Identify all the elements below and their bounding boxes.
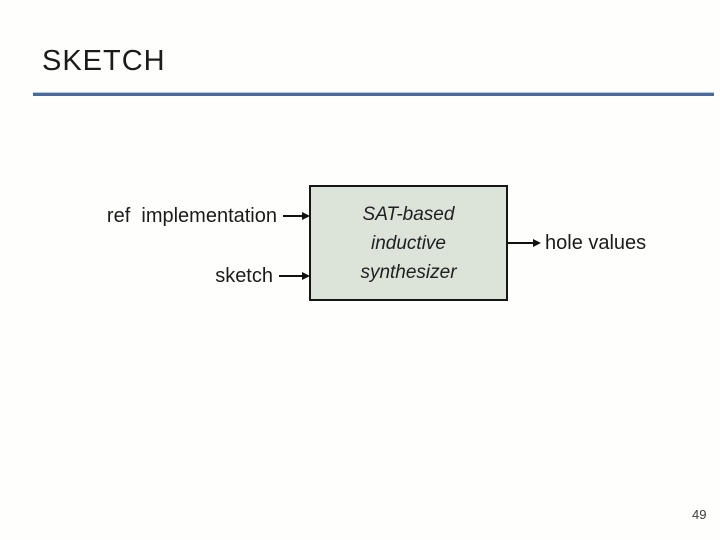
arrow-box-to-hole-values [508, 238, 541, 248]
output-label-hole-values: hole values [545, 232, 647, 254]
slide-title: SKETCH [42, 45, 166, 77]
synthesizer-box: SAT-based inductive synthesizer [309, 185, 508, 301]
arrowhead-right-icon [302, 212, 310, 220]
arrowhead-right-icon [302, 272, 310, 280]
arrow-ref-implementation-to-box [283, 211, 310, 221]
page-number: 49 [692, 507, 707, 522]
synthesizer-box-line: synthesizer [360, 261, 457, 283]
arrow-sketch-to-box [279, 271, 310, 281]
arrow-shaft [279, 275, 302, 277]
arrowhead-right-icon [533, 239, 541, 247]
arrow-shaft [283, 215, 302, 217]
synthesizer-box-line: inductive [371, 232, 446, 254]
arrow-shaft [508, 242, 533, 244]
synthesizer-box-line: SAT-based [362, 203, 455, 225]
input-label-ref-implementation: ref implementation [106, 205, 277, 227]
input-label-sketch: sketch [215, 265, 273, 287]
title-underline [33, 92, 714, 96]
